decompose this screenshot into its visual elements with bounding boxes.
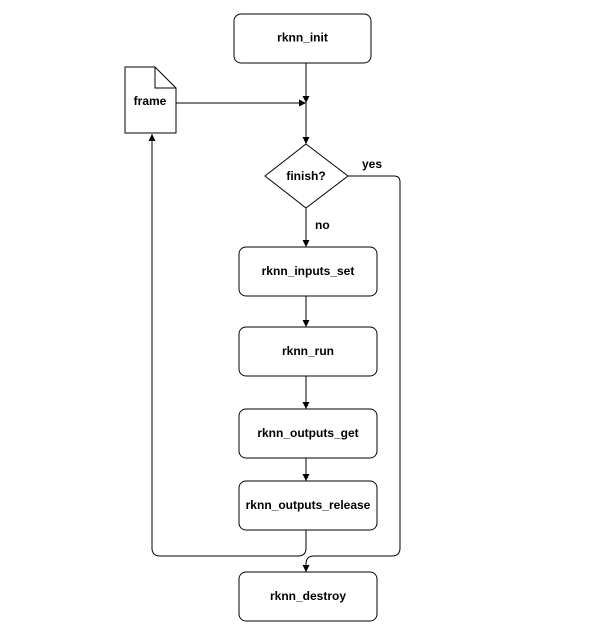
node-frame-label: frame — [134, 94, 167, 108]
node-rknn-outputs-get-label: rknn_outputs_get — [257, 426, 358, 440]
node-rknn-outputs-release: rknn_outputs_release — [238, 480, 378, 531]
node-rknn-destroy: rknn_destroy — [238, 571, 378, 622]
node-frame: frame — [124, 66, 177, 134]
edge-label-yes: yes — [362, 157, 382, 171]
edge-finish-yes — [302, 175, 401, 572]
edge-label-no: no — [315, 218, 330, 232]
node-rknn-init: rknn_init — [233, 13, 372, 64]
node-rknn-outputs-release-label: rknn_outputs_release — [246, 498, 371, 512]
node-finish-label: finish? — [286, 169, 325, 183]
node-rknn-run: rknn_run — [238, 326, 378, 377]
node-rknn-outputs-get: rknn_outputs_get — [238, 408, 378, 459]
node-rknn-inputs-set: rknn_inputs_set — [238, 246, 378, 297]
node-rknn-inputs-set-label: rknn_inputs_set — [262, 264, 355, 278]
node-finish-decision: finish? — [264, 143, 349, 209]
node-rknn-destroy-label: rknn_destroy — [270, 589, 346, 603]
node-rknn-init-label: rknn_init — [277, 31, 328, 45]
edge-release-loop-back — [148, 134, 307, 557]
node-rknn-run-label: rknn_run — [282, 344, 334, 358]
